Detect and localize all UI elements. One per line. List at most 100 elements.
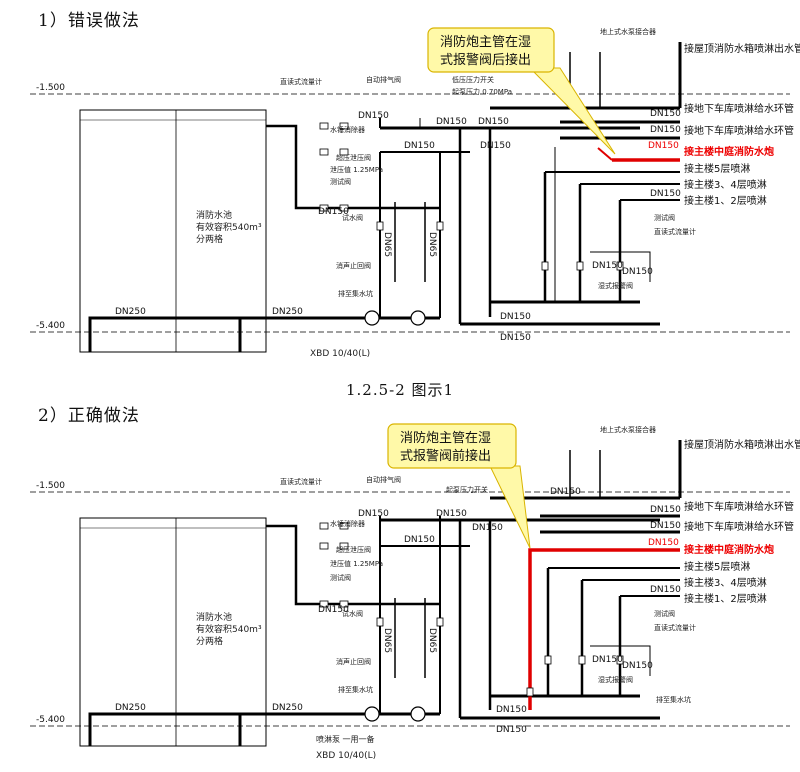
right-label-0: 接屋顶消防水箱喷淋出水管 xyxy=(684,42,800,55)
dn150-h: DN150 xyxy=(500,333,531,343)
callout-line-1: 消防炮主管在湿 xyxy=(400,430,491,446)
dn150-i: DN150 xyxy=(592,655,623,665)
label-setp2: 泄压值 1.25MPa xyxy=(330,165,383,174)
section1-caption: 1.2.5-2 图示1 xyxy=(346,381,455,399)
label-check: 消声止回阀 xyxy=(336,657,371,666)
dn150-g: DN150 xyxy=(496,705,527,715)
right-label-0: 接屋顶消防水箱喷淋出水管 xyxy=(684,438,800,451)
dn65-a: DN65 xyxy=(382,628,392,653)
label-hydrant: 地上式水泵接合器 xyxy=(600,27,656,36)
dn65-b: DN65 xyxy=(427,232,437,257)
right-label-5: 接主楼3、4层喷淋 xyxy=(684,178,767,191)
label-meter: 直读式流量计 xyxy=(280,477,322,486)
dn150-b: DN150 xyxy=(436,117,467,127)
label-setp: 起泵压力 0.70MPa xyxy=(452,87,512,96)
dn150-red: DN150 xyxy=(648,538,679,548)
right-label-1: 接地下车库喷淋给水环管 xyxy=(684,102,794,115)
pool-line-2: 有效容积540m³ xyxy=(196,623,262,635)
dn150-l: DN150 xyxy=(650,585,681,595)
pool-line-3: 分两格 xyxy=(196,635,223,647)
diagram-1: 消防炮主管在湿 式报警阀后接出 -1.500 -5.400 消防水池 有效容积5… xyxy=(30,27,800,359)
label-exhaust: 自动排气阀 xyxy=(366,475,401,484)
pump-icon xyxy=(364,706,426,722)
dn150-red: DN150 xyxy=(648,141,679,151)
label-hammer: 水锤消除器 xyxy=(330,519,365,528)
label-relief: 超压泄压阀 xyxy=(336,545,371,554)
right-label-4: 接主楼5层喷淋 xyxy=(684,560,750,573)
dn65-b: DN65 xyxy=(427,628,437,653)
pool-line-3: 分两格 xyxy=(196,233,223,245)
label-drain: 排至集水坑 xyxy=(338,289,373,298)
label-drain: 排至集水坑 xyxy=(338,685,373,694)
section1-heading: 1）错误做法 xyxy=(38,11,140,31)
label-setp2: 泄压值 1.25MPa xyxy=(330,559,383,568)
label-test2: 测试阀 xyxy=(654,213,675,222)
label-alarm: 湿式报警阀 xyxy=(598,281,633,290)
label-meter2: 直读式流量计 xyxy=(654,623,696,632)
right-label-3: 接主楼中庭消防水炮 xyxy=(684,145,774,158)
right-label-3: 接主楼中庭消防水炮 xyxy=(684,543,774,556)
elev-bot: -5.400 xyxy=(36,321,65,331)
dn150-e: DN150 xyxy=(404,141,435,151)
pump-model: XBD 10/40(L) xyxy=(310,349,370,359)
dn250-b: DN250 xyxy=(272,703,303,713)
label-drain2: 排至集水坑 xyxy=(656,695,691,704)
right-label-2: 接地下车库喷淋给水环管 xyxy=(684,124,794,137)
callout-line-1: 消防炮主管在湿 xyxy=(440,34,531,50)
right-label-6: 接主楼1、2层喷淋 xyxy=(684,592,767,605)
callout-line-2: 式报警阀前接出 xyxy=(400,448,491,464)
dn250-b: DN250 xyxy=(272,307,303,317)
label-pressure-switch: 起泵压力开关 xyxy=(446,485,488,494)
label-test: 测试阀 xyxy=(330,573,351,582)
label-exhaust: 自动排气阀 xyxy=(366,75,401,84)
right-label-4: 接主楼5层喷淋 xyxy=(684,162,750,175)
dn150-i: DN150 xyxy=(592,261,623,271)
callout-line-2: 式报警阀后接出 xyxy=(440,52,531,68)
label-check: 消声止回阀 xyxy=(336,261,371,270)
pump-note: 喷淋泵 一用一备 xyxy=(316,734,375,744)
callout-bubble: 消防炮主管在湿 式报警阀前接出 xyxy=(387,423,531,549)
right-label-2: 接地下车库喷淋给水环管 xyxy=(684,520,794,533)
dn150-g: DN150 xyxy=(500,312,531,322)
dn150-m: DN150 xyxy=(622,267,653,277)
right-label-5: 接主楼3、4层喷淋 xyxy=(684,576,767,589)
dn150-c: DN150 xyxy=(472,523,503,533)
elev-bot: -5.400 xyxy=(36,715,65,725)
elev-top: -1.500 xyxy=(36,83,65,93)
pool-line-1: 消防水池 xyxy=(196,209,232,221)
callout-bubble: 消防炮主管在湿 式报警阀后接出 xyxy=(427,27,616,155)
label-hydrant: 地上式水泵接合器 xyxy=(600,425,656,434)
pump-model: XBD 10/40(L) xyxy=(316,751,376,761)
dn65-a: DN65 xyxy=(382,232,392,257)
pool-line-1: 消防水池 xyxy=(196,611,232,623)
pool-line-2: 有效容积540m³ xyxy=(196,221,262,233)
label-meter: 直读式流量计 xyxy=(280,77,322,86)
section2-heading: 2）正确做法 xyxy=(38,406,140,426)
dn150-a: DN150 xyxy=(358,509,389,519)
label-hammer: 水锤消除器 xyxy=(330,125,365,134)
dn150-j: DN150 xyxy=(650,109,681,119)
dn150-j: DN150 xyxy=(650,505,681,515)
dn150-h: DN150 xyxy=(496,725,527,735)
dn150-a: DN150 xyxy=(358,111,389,121)
dn250-a: DN250 xyxy=(115,703,146,713)
dn150-l: DN150 xyxy=(650,189,681,199)
dn150-k: DN150 xyxy=(650,125,681,135)
label-trial: 试水阀 xyxy=(342,213,363,222)
dn150-f: DN150 xyxy=(318,605,349,615)
label-pressure-switch: 低压压力开关 xyxy=(452,75,494,84)
right-label-6: 接主楼1、2层喷淋 xyxy=(684,194,767,207)
label-test: 测试阀 xyxy=(330,177,351,186)
dn150-k: DN150 xyxy=(650,521,681,531)
dn150-c: DN150 xyxy=(478,117,509,127)
dn250-a: DN250 xyxy=(115,307,146,317)
elev-top: -1.500 xyxy=(36,481,65,491)
dn150-f: DN150 xyxy=(318,207,349,217)
dn150-d: DN150 xyxy=(480,141,511,151)
label-meter2: 直读式流量计 xyxy=(654,227,696,236)
label-test2: 测试阀 xyxy=(654,609,675,618)
dn150-m: DN150 xyxy=(622,661,653,671)
label-alarm: 湿式报警阀 xyxy=(598,675,633,684)
dn150-b: DN150 xyxy=(436,509,467,519)
diagram-2: 消防炮主管在湿 式报警阀前接出 -1.500 -5.400 消防水池 有效容积5… xyxy=(30,423,800,761)
